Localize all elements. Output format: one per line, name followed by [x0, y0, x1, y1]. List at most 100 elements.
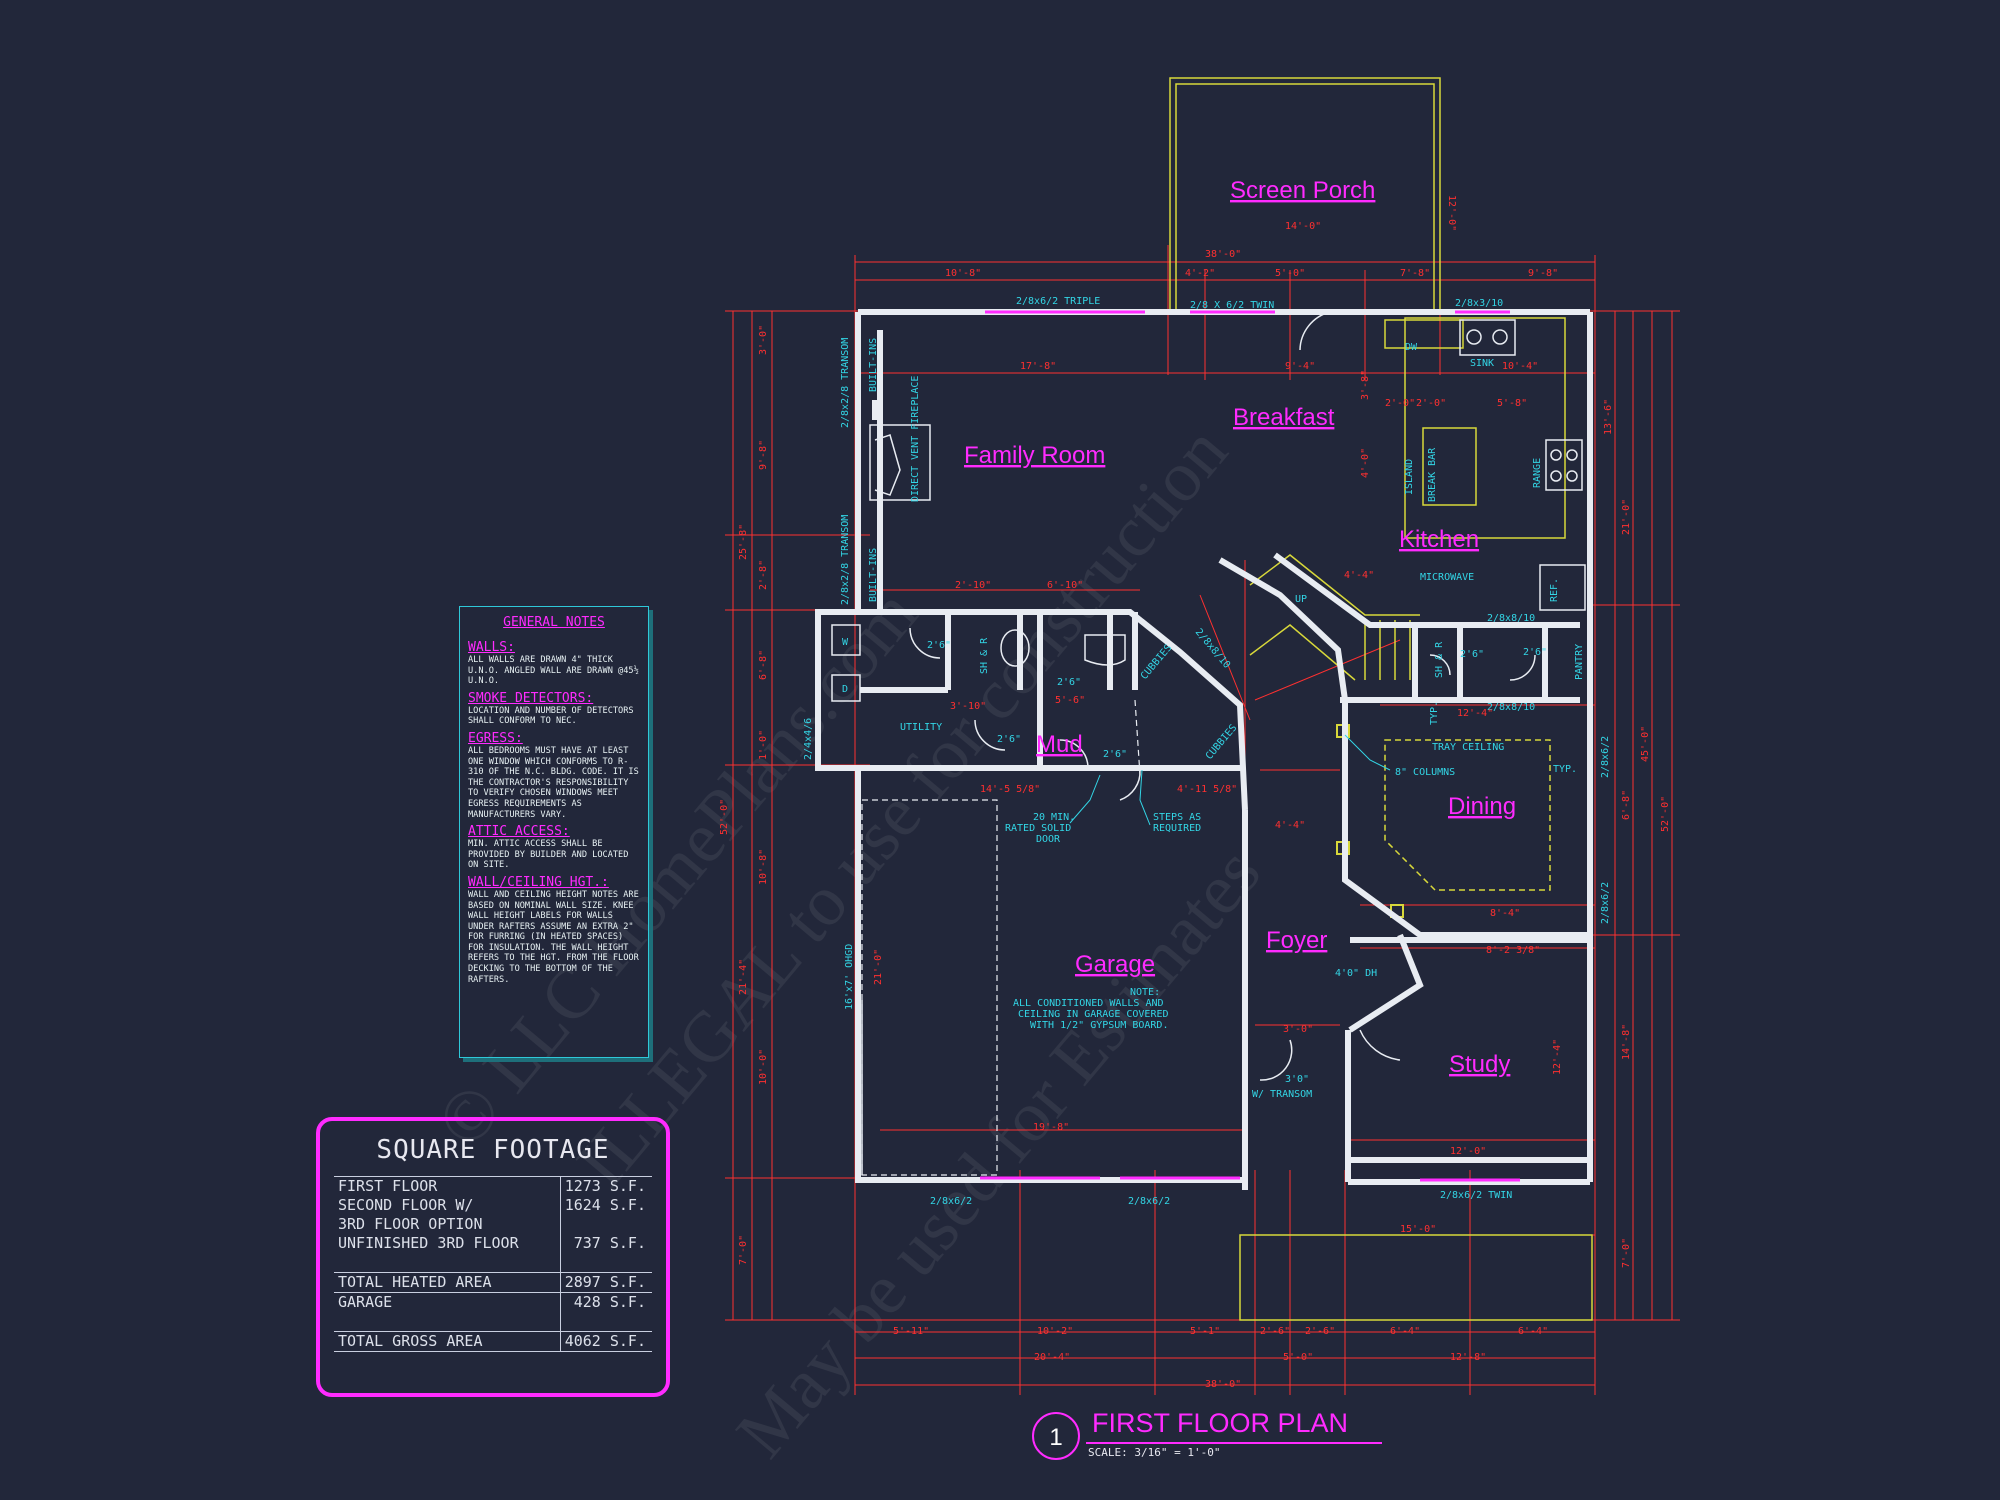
leader-lines [1069, 734, 1391, 826]
dim-bottom-4: 2'-6" [1260, 1326, 1290, 1337]
label-door-6: 2'6" [1523, 647, 1547, 658]
dim-mud-4: 5'-6" [1055, 695, 1085, 706]
garage-note-1: NOTE: [1130, 987, 1160, 998]
label-columns: 8" COLUMNS [1395, 767, 1455, 778]
dim-top-3: 5'-0" [1275, 268, 1305, 279]
dim-left-1: 3'-0" [758, 325, 769, 355]
dim-kitchen-5: 3'-8" [1360, 370, 1371, 400]
label-overhead-door: 16'x7' OHGD [844, 944, 855, 1010]
sf-label: FIRST FLOOR [334, 1177, 561, 1196]
general-notes-title: GENERAL NOTES [503, 615, 605, 630]
dim-dining-1: 12'-4" [1457, 708, 1493, 719]
notes-walls-heading: WALLS: [468, 640, 515, 655]
screen-porch-outline [1169, 77, 1593, 1321]
label-steps-2: REQUIRED [1153, 823, 1201, 834]
dim-top-4: 7'-8" [1400, 268, 1430, 279]
dim-dining-2: 8'-4" [1490, 908, 1520, 919]
dim-dining-3: 4'-4" [1275, 820, 1305, 831]
drawing-number: 1 [1032, 1412, 1080, 1460]
label-transom-2: 2/8x2/8 TRANSOM [840, 515, 851, 605]
dim-study-2: 12'-0" [1450, 1146, 1486, 1157]
notes-smoke-body: LOCATION AND NUMBER OF DETECTORS SHALL C… [468, 705, 634, 727]
label-bottom-window-2: 2/8x6/2 [1128, 1196, 1170, 1207]
label-sink: SINK [1470, 358, 1494, 369]
label-utility: UTILITY [900, 722, 942, 733]
dim-porch-width: 14'-0" [1285, 221, 1321, 232]
dim-sink-width: 10'-4" [1502, 361, 1538, 372]
dim-left-total-1: 25'-8" [738, 524, 749, 560]
label-window-8-10-c: 2/8x8/10 [1487, 702, 1535, 713]
sf-spacer-val [561, 1253, 652, 1272]
dim-mud-3: 3'-10" [950, 701, 986, 712]
dim-right-2: 21'-0" [1621, 499, 1632, 535]
notes-walls-body: ALL WALLS ARE DRAWN 4" THICK U.N.O. ANGL… [468, 655, 639, 687]
dim-study-1: 8'-2 3/8" [1486, 945, 1540, 956]
dimension-lines [725, 245, 1680, 1395]
dim-foyer-1: 3'-0" [1283, 1024, 1313, 1035]
sf-value: 1624 S.F. [564, 1196, 646, 1214]
square-footage-title: SQUARE FOOTAGE [376, 1135, 610, 1165]
dim-bottom-overall: 38'-0" [1205, 1379, 1241, 1390]
dim-garage-2: 4'-11 5/8" [1177, 784, 1237, 795]
label-door-3: 2'6" [997, 734, 1021, 745]
label-bottom-twin: 2/8x6/2 TWIN [1440, 1190, 1512, 1201]
notes-height-body: WALL AND CEILING HEIGHT NOTES ARE BASED … [468, 889, 639, 985]
sf-label: 3RD FLOOR OPTION [334, 1215, 561, 1234]
drawing-title-rule [1086, 1442, 1382, 1444]
sf-label: SECOND FLOOR W/ [334, 1196, 561, 1215]
notes-attic-body: MIN. ATTIC ACCESS SHALL BE PROVIDED BY B… [468, 839, 629, 871]
label-range: RANGE [1532, 458, 1543, 488]
sf-total-gross-value: 4062 S.F. [564, 1332, 646, 1350]
sf-row: SECOND FLOOR W/1624 S.F. [334, 1196, 652, 1215]
label-cubbies-1: CUBBIES [1139, 643, 1175, 682]
dim-mud-1: 2'-10" [955, 580, 991, 591]
sf-total-heated-value: 2897 S.F. [564, 1273, 646, 1291]
garage-note-4: WITH 1/2" GYPSUM BOARD. [1030, 1020, 1168, 1031]
sf-spacer-row [334, 1312, 652, 1331]
dim-bottom-7: 6'-4" [1518, 1326, 1548, 1337]
label-dishwasher: DW [1405, 342, 1418, 353]
dim-left-7: 21'-4" [738, 959, 749, 995]
dim-left-3: 2'-8" [758, 560, 769, 590]
dim-kitchen-3: 5'-8" [1497, 398, 1527, 409]
sf-spacer-val [561, 1312, 652, 1331]
dim-right-5: 7'-0" [1621, 1238, 1632, 1268]
room-garage: Garage [1075, 951, 1155, 978]
dim-top-5: 9'-8" [1528, 268, 1558, 279]
sf-total-heated-label: TOTAL HEATED AREA [334, 1273, 561, 1292]
label-island: ISLAND [1404, 459, 1415, 495]
sf-garage-value: 428 S.F. [573, 1293, 646, 1311]
sf-value: 1273 S.F. [564, 1177, 646, 1195]
dim-top-2: 4'-2" [1185, 268, 1215, 279]
label-door-dh: 4'0" DH [1335, 968, 1377, 979]
notes-attic-heading: ATTIC ACCESS: [468, 824, 570, 840]
dim-breakfast-width: 9'-4" [1285, 361, 1315, 372]
dim-left-total-2: 52'-0" [719, 799, 730, 835]
room-breakfast: Breakfast [1233, 404, 1335, 431]
dim-bottom-8: 20'-4" [1034, 1352, 1070, 1363]
dim-bottom-1: 5'-11" [893, 1326, 929, 1337]
dim-bottom-6: 6'-4" [1390, 1326, 1420, 1337]
room-screen-porch: Screen Porch [1230, 177, 1375, 204]
dim-porch-depth: 12'-0" [1446, 195, 1457, 231]
label-window-6-2-r1: 2/8x6/2 [1600, 736, 1611, 778]
dim-study-4: 15'-0" [1400, 1224, 1436, 1235]
dim-overall-top: 38'-0" [1205, 249, 1241, 260]
notes-egress-heading: EGRESS: [468, 730, 523, 746]
dim-garage-4: 21'-0" [873, 949, 884, 985]
drawing-title: FIRST FLOOR PLAN [1092, 1408, 1349, 1438]
label-pantry: PANTRY [1574, 644, 1585, 680]
dim-bottom-9: 5'-0" [1283, 1352, 1313, 1363]
dim-right-3: 6'-8" [1621, 790, 1632, 820]
sf-divider [334, 1351, 652, 1352]
room-family-room: Family Room [964, 442, 1105, 469]
label-cubbies-2: CUBBIES [1204, 723, 1240, 762]
dim-left-2: 9'-8" [758, 440, 769, 470]
dim-left-9: 7'-0" [738, 1235, 749, 1265]
label-shower-2: SH & R [1434, 641, 1445, 678]
sf-total-gross-label: TOTAL GROSS AREA [334, 1332, 561, 1351]
